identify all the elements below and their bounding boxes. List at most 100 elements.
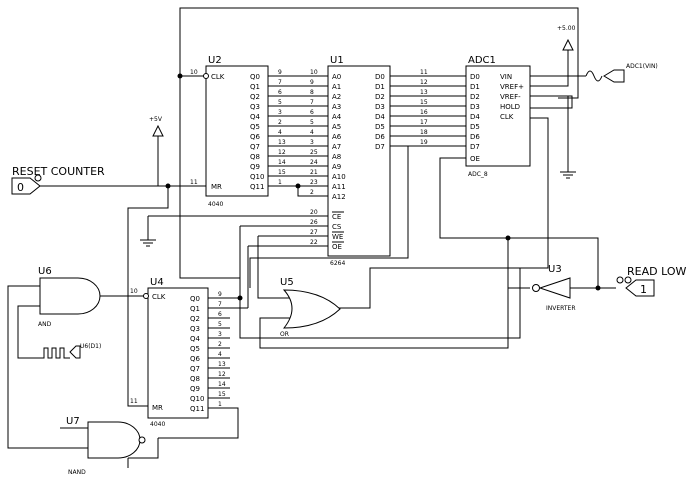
adc-data-label: OE <box>470 155 480 163</box>
u4-clk-label: CLK <box>152 293 166 301</box>
u2-output-pin: 12 <box>278 149 286 156</box>
u6-and-gate: U6 AND U6(D1) <box>38 266 101 359</box>
adc-right-label: VREF- <box>500 93 521 101</box>
u2-counter: U2 CLK MR 10 11 4040 Q09Q17Q26Q35Q43Q52Q… <box>190 55 286 208</box>
u4-output-label: Q4 <box>190 335 201 343</box>
adc-data-label: D5 <box>470 123 480 131</box>
u2-output-pin: 3 <box>278 109 282 116</box>
adc-data-label: D3 <box>470 103 480 111</box>
u1-data-pin: 11 <box>420 69 428 76</box>
u4-output-label: Q3 <box>190 325 200 333</box>
u1-data-label: D6 <box>375 133 385 141</box>
adc-vin-label: ADC1(VIN) <box>626 63 658 70</box>
u2-output-pin: 7 <box>278 79 282 86</box>
u1-control-pin: 26 <box>310 219 318 226</box>
power-5v-adc: +5.00 <box>557 25 576 52</box>
u1-data-label: D4 <box>375 113 385 121</box>
u2-output-label: Q1 <box>250 83 260 91</box>
u2-mr-label: MR <box>211 183 222 191</box>
u1-address-pin: 25 <box>310 149 318 156</box>
u4-output-pin: 3 <box>218 331 222 338</box>
u2-mr-pin: 11 <box>190 179 198 186</box>
u4-output-pin: 7 <box>218 301 222 308</box>
read-low-output: READ LOW 1 <box>616 265 686 297</box>
u4-output-label: Q5 <box>190 345 200 353</box>
u3-part: INVERTER <box>546 305 576 312</box>
u7-nand-gate: U7 NAND <box>66 416 146 476</box>
adc-data-label: D7 <box>470 143 480 151</box>
power-5v: +5V <box>149 116 164 148</box>
u1-address-label: A10 <box>332 173 346 181</box>
u1-address-label: A9 <box>332 163 341 171</box>
u4-output-pin: 14 <box>218 381 226 388</box>
u1-data-pin: 15 <box>420 99 428 106</box>
u1-ref: U1 <box>330 55 344 66</box>
adc-data-label: D0 <box>470 73 480 81</box>
u1-control-pin: 27 <box>310 229 318 236</box>
adc-right-label: VIN <box>500 73 512 81</box>
u1-address-pin: 8 <box>310 89 314 96</box>
adc1-part: ADC_8 <box>468 171 488 178</box>
u2-clk-pin: 10 <box>190 69 198 76</box>
reset-label: RESET COUNTER <box>12 165 105 178</box>
u2-output-pin: 14 <box>278 159 286 166</box>
u4-output-label: Q0 <box>190 295 200 303</box>
u2-part: 4040 <box>208 201 223 208</box>
u4-output-pin: 1 <box>218 401 222 408</box>
u4-output-label: Q7 <box>190 365 200 373</box>
u3-inverter: U3 INVERTER <box>532 264 576 312</box>
u2-output-label: Q2 <box>250 93 260 101</box>
u1-address-pin: 24 <box>310 159 318 166</box>
u1-address-label: A7 <box>332 143 341 151</box>
u5-or-gate: U5 OR <box>280 277 341 338</box>
u1-control-pin: 22 <box>310 239 318 246</box>
u1-address-pin: 3 <box>310 139 314 146</box>
u1-control-label: CE <box>332 213 341 221</box>
u2-output-pin: 9 <box>278 69 282 76</box>
u2-output-label: Q9 <box>250 163 260 171</box>
u2-clk-label: CLK <box>211 73 225 81</box>
u7-part: NAND <box>68 469 86 476</box>
u2-output-label: Q4 <box>250 113 261 121</box>
u4-mr-label: MR <box>152 404 163 412</box>
u1-data-pin: 13 <box>420 89 428 96</box>
u1-address-label: A11 <box>332 183 346 191</box>
u2-output-pin: 15 <box>278 169 286 176</box>
adc-right-label: CLK <box>500 113 514 121</box>
u4-output-label: Q1 <box>190 305 200 313</box>
adc-data-label: D4 <box>470 113 480 121</box>
u1-control-label: CS <box>332 223 342 231</box>
u1-control-label: OE <box>332 243 342 251</box>
u2-output-label: Q11 <box>250 183 264 191</box>
u1-address-label: A4 <box>332 113 342 121</box>
u1-data-label: D0 <box>375 73 385 81</box>
u1-address-pin: 4 <box>310 129 314 136</box>
read-value: 1 <box>640 283 647 296</box>
u6-part: AND <box>38 321 52 328</box>
adc1-ref: ADC1 <box>468 55 496 66</box>
u1-control-label: WE <box>332 233 343 241</box>
u1-address-label: A5 <box>332 123 341 131</box>
u1-address-pin: 21 <box>310 169 318 176</box>
u2-output-label: Q3 <box>250 103 260 111</box>
u4-output-pin: 5 <box>218 321 222 328</box>
u2-output-pin: 2 <box>278 119 282 126</box>
u4-output-label: Q9 <box>190 385 200 393</box>
u1-address-pin: 10 <box>310 69 318 76</box>
u1-control-pin: 20 <box>310 209 318 216</box>
u1-address-pin: 6 <box>310 109 314 116</box>
u1-address-label: A2 <box>332 93 341 101</box>
u2-output-label: Q10 <box>250 173 264 181</box>
u4-mr-pin: 11 <box>130 398 138 405</box>
u5-part: OR <box>280 331 289 338</box>
u2-output-pin: 13 <box>278 139 286 146</box>
u4-output-pin: 9 <box>218 291 222 298</box>
power-5v-adc-label: +5.00 <box>557 25 576 32</box>
u4-part: 4040 <box>150 421 165 428</box>
u4-clk-pin: 10 <box>130 288 138 295</box>
junctions <box>165 73 601 301</box>
adc-vin-source: ADC1(VIN) <box>585 63 658 83</box>
u4-output-pin: 6 <box>218 311 222 318</box>
u4-output-label: Q8 <box>190 375 200 383</box>
